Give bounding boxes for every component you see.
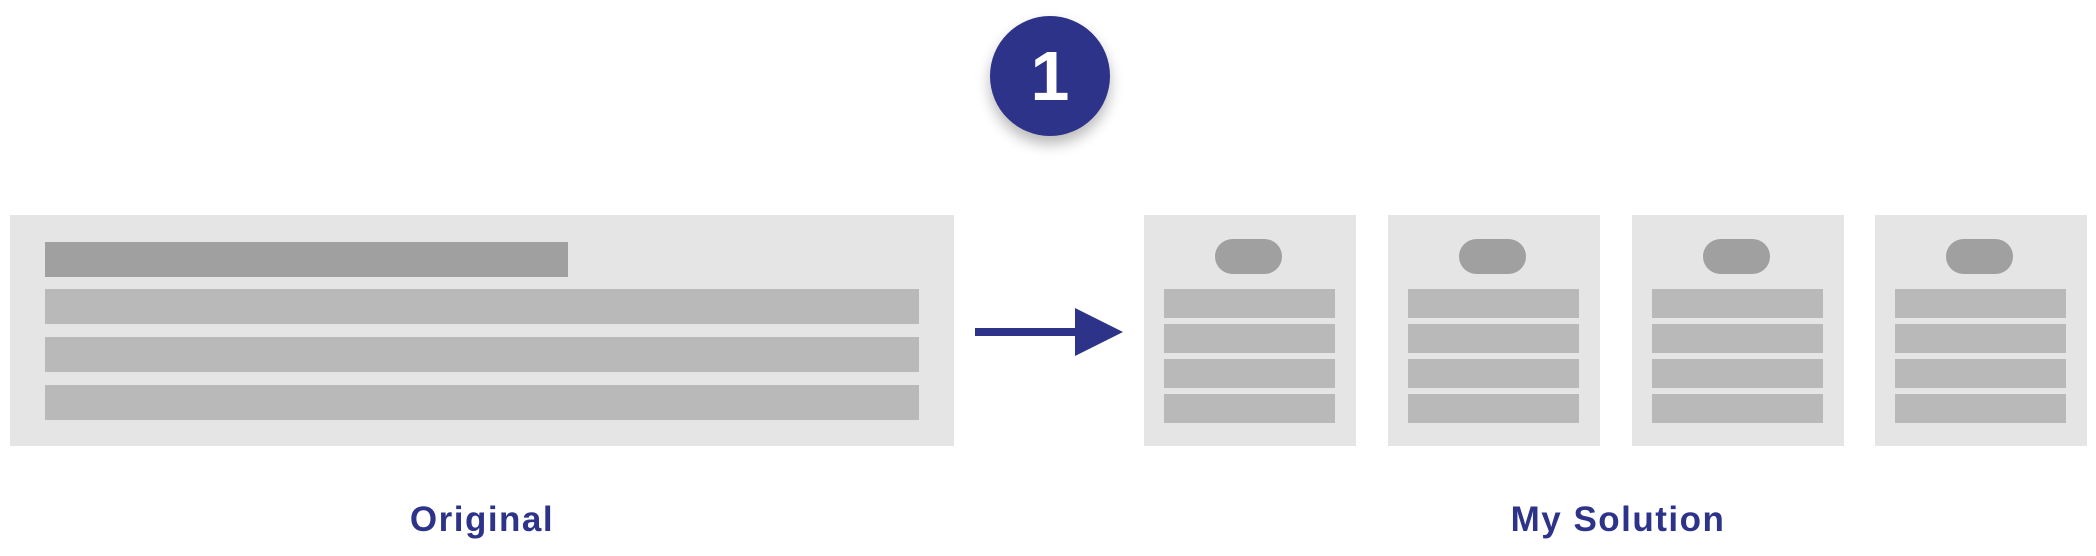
card-row [1164, 324, 1335, 353]
original-caption: Original [409, 500, 555, 539]
card-pill [1703, 239, 1770, 274]
card-row [1652, 394, 1823, 423]
card-row [1895, 394, 2066, 423]
original-row [45, 385, 919, 420]
card-row [1164, 394, 1335, 423]
card-row [1895, 324, 2066, 353]
original-row [45, 289, 919, 324]
solution-card [1875, 215, 2087, 446]
original-row [45, 337, 919, 372]
card-row [1652, 359, 1823, 388]
step-number: 1 [1030, 37, 1070, 115]
card-row [1408, 359, 1579, 388]
original-table-panel [10, 215, 954, 446]
solution-card [1144, 215, 1356, 446]
card-pill [1215, 239, 1282, 274]
solution-card [1632, 215, 1844, 446]
card-row [1408, 289, 1579, 318]
card-row [1164, 289, 1335, 318]
step-number-badge: 1 [990, 16, 1110, 136]
card-row [1652, 324, 1823, 353]
card-pill [1459, 239, 1526, 274]
solution-caption: My Solution [1510, 500, 1726, 539]
card-row [1652, 289, 1823, 318]
solution-card [1388, 215, 1600, 446]
card-row [1895, 289, 2066, 318]
card-row [1408, 394, 1579, 423]
card-pill [1946, 239, 2013, 274]
card-row [1408, 324, 1579, 353]
card-row [1895, 359, 2066, 388]
arrow-right-icon [975, 308, 1123, 356]
card-row [1164, 359, 1335, 388]
original-header-bar [45, 242, 568, 277]
